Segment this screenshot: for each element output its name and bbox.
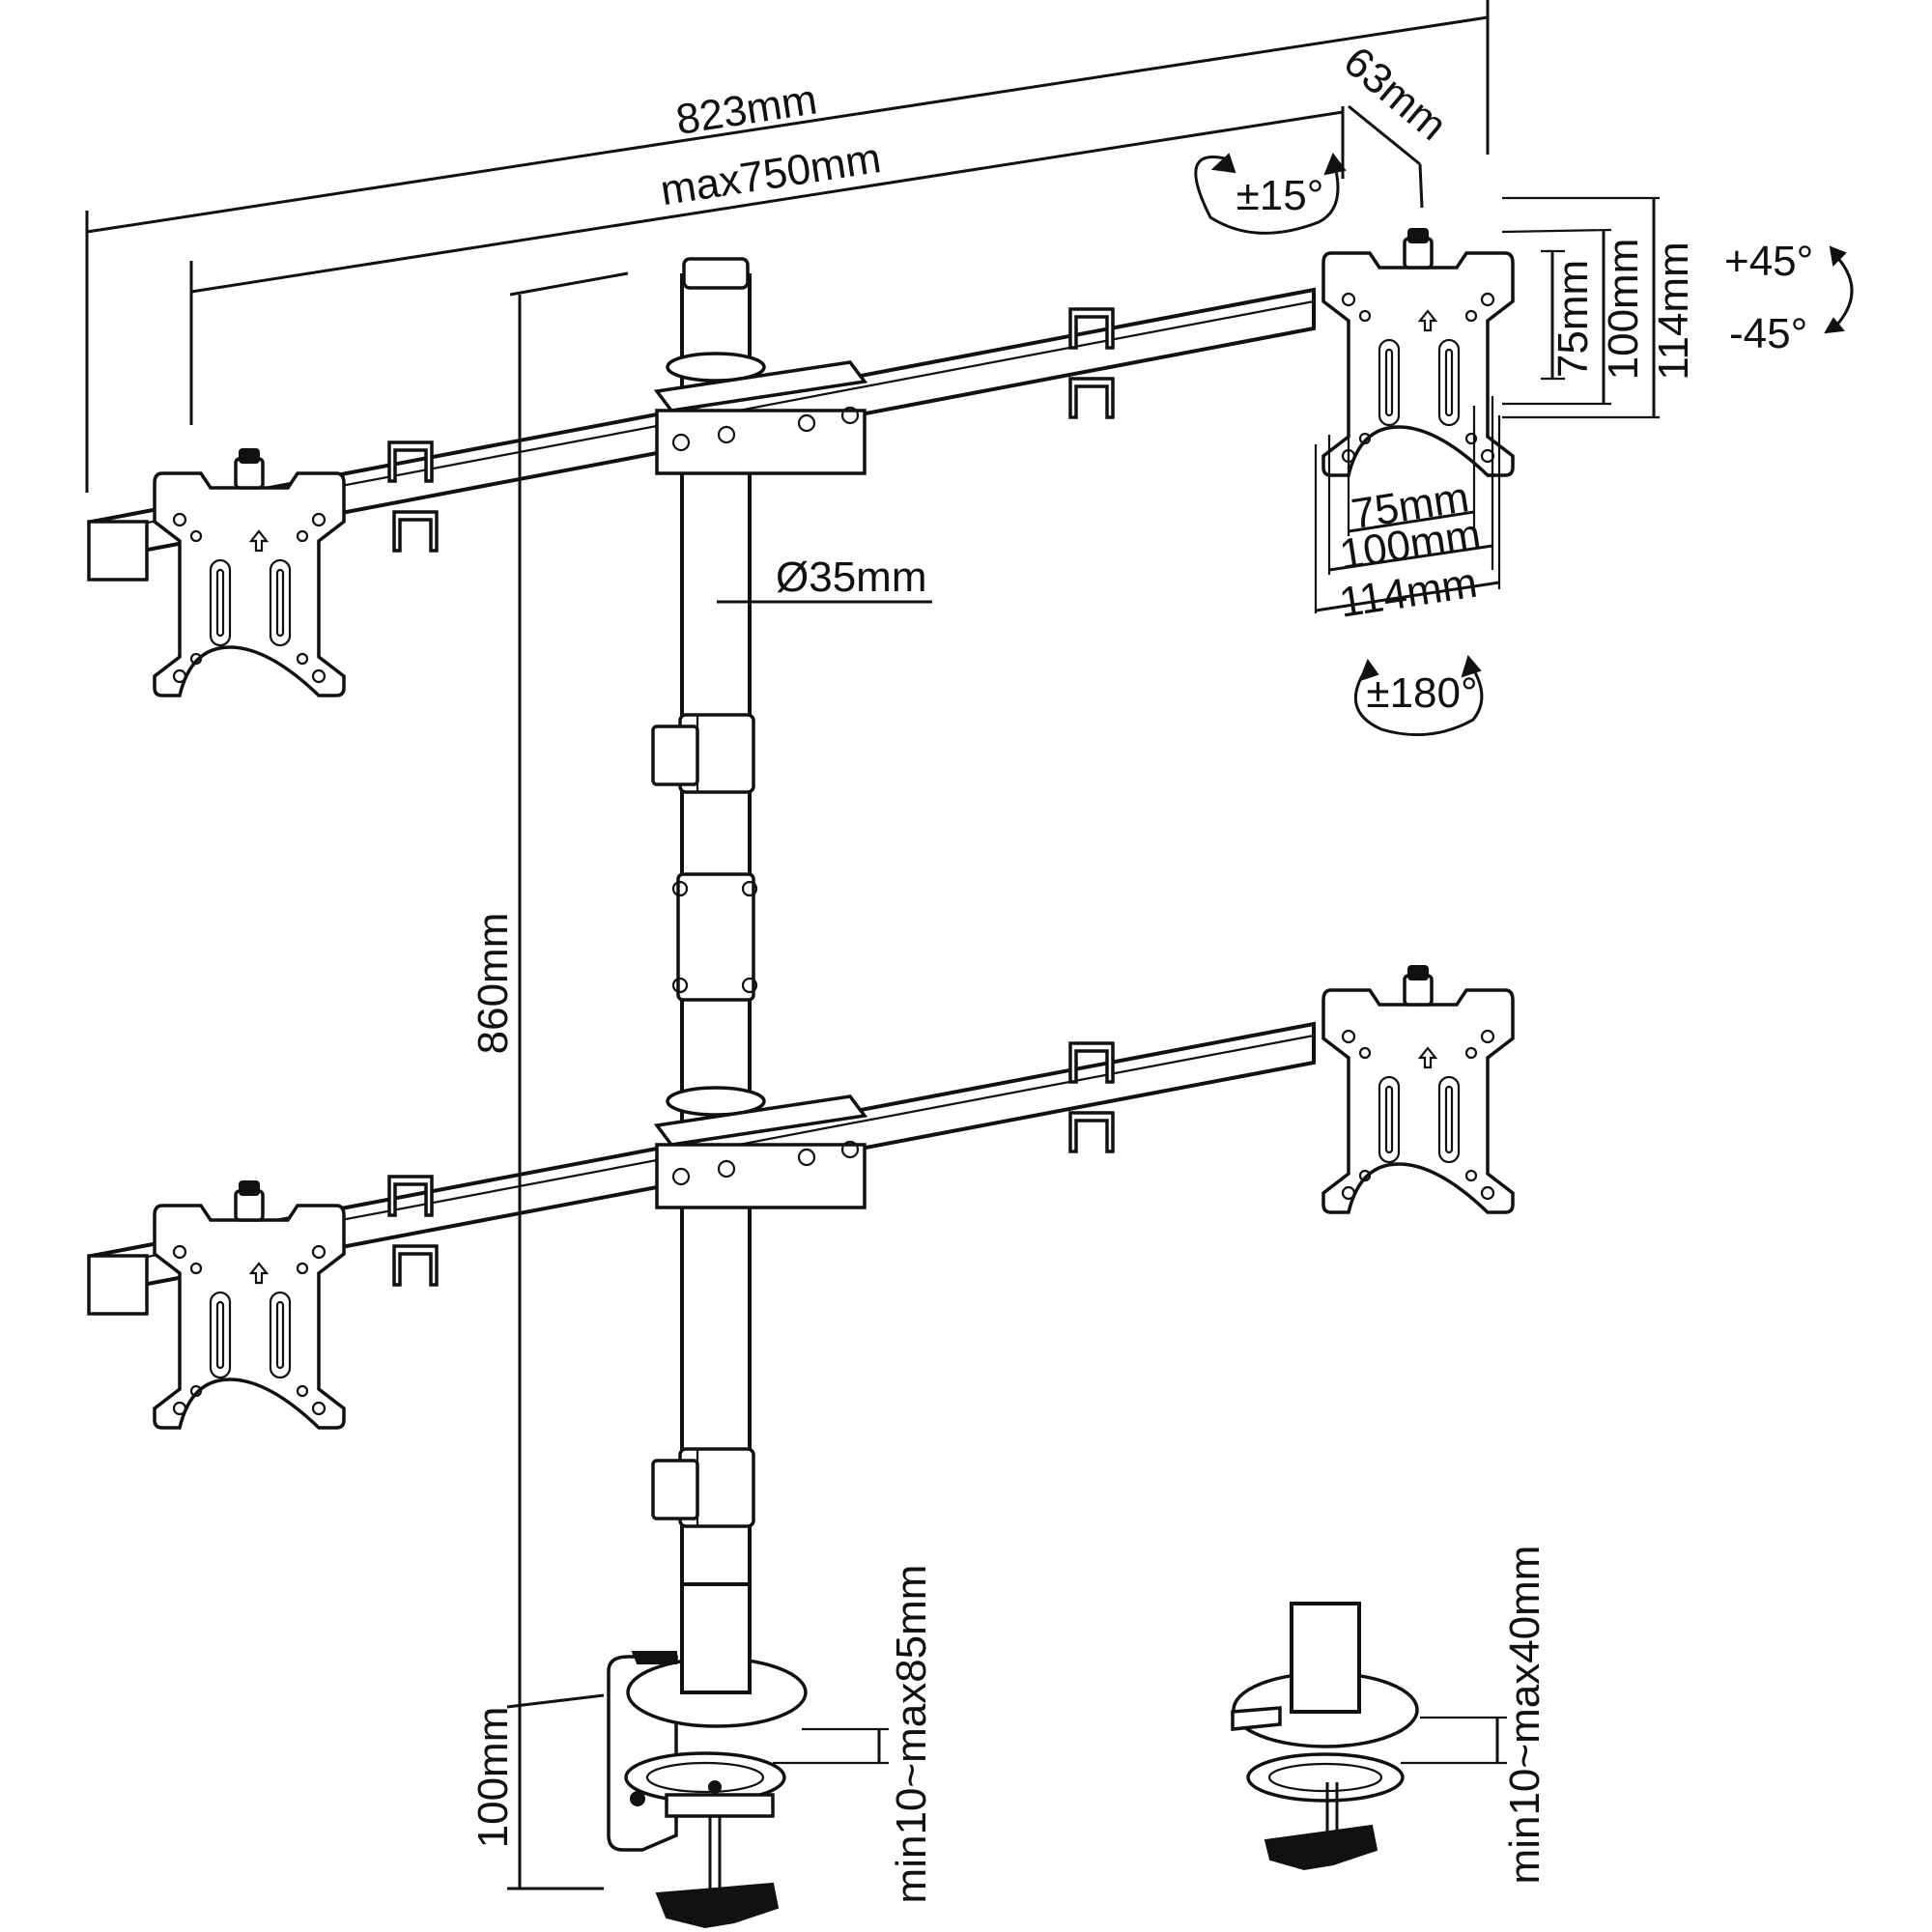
dimension-pole-height: 860mm <box>469 271 629 1889</box>
dimension-arm-depth: 63mm <box>1335 38 1456 209</box>
swivel-indicator: +45° -45° <box>1724 238 1854 357</box>
vesa-vertical-75-label: 75mm <box>1549 260 1597 378</box>
grommet-range-label: min10~max40mm <box>1501 1546 1548 1885</box>
pole-height-label: 860mm <box>469 913 517 1055</box>
dimension-pole-diameter: Ø35mm <box>717 554 932 604</box>
upper-crossbar <box>87 287 1316 582</box>
dimension-clamp-height: 100mm <box>469 1693 605 1890</box>
dimension-vesa-vertical: 75mm 100mm 114mm <box>1501 196 1697 419</box>
swivel-minus-label: -45° <box>1729 310 1807 357</box>
clamp-height-label: 100mm <box>469 1707 517 1849</box>
clamp-range-label: min10~max85mm <box>888 1565 935 1904</box>
grommet-base <box>1231 1602 1419 1871</box>
dimension-grommet-range: min10~max40mm <box>1401 1546 1548 1885</box>
desk-clamp <box>607 1582 808 1929</box>
pole-cable-clip-lower <box>651 1447 755 1528</box>
pole-joint <box>671 872 758 1002</box>
vesa-plate-top-right <box>1321 227 1515 477</box>
vesa-plate-top-left <box>153 447 346 697</box>
rotation-indicator: ±180° <box>1353 654 1484 737</box>
tilt-label: ±15° <box>1236 172 1324 219</box>
lower-crossbar <box>87 1021 1316 1316</box>
arm-depth-label: 63mm <box>1335 38 1456 150</box>
total-width-label: 823mm <box>673 75 820 144</box>
tilt-indicator: ±15° <box>1194 152 1347 235</box>
vesa-vertical-100-label: 100mm <box>1600 239 1647 381</box>
rotation-label: ±180° <box>1366 669 1477 717</box>
pole-cable-clip-upper <box>651 713 755 794</box>
dimension-clamp-range: min10~max85mm <box>773 1565 935 1904</box>
pole-diameter-label: Ø35mm <box>776 554 926 601</box>
vesa-plate-bottom-right <box>1321 964 1515 1214</box>
vesa-plate-bottom-left <box>153 1179 346 1430</box>
swivel-plus-label: +45° <box>1724 238 1813 285</box>
vesa-vertical-114-label: 114mm <box>1650 242 1697 380</box>
